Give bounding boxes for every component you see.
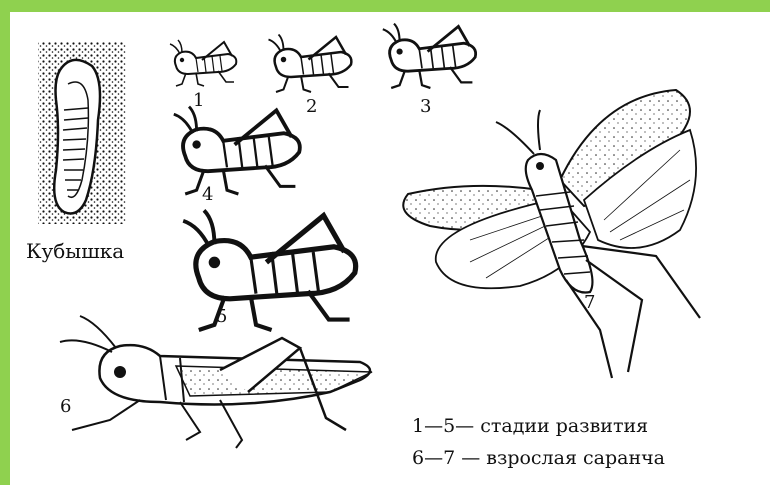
stage-2-number: 2 (306, 96, 317, 117)
stage-7-adult-flying (403, 90, 700, 378)
stage-2-nymph (269, 35, 352, 93)
stage-6-number: 6 (60, 396, 71, 417)
stage-4-number: 4 (202, 184, 213, 205)
stage-3-number: 3 (420, 96, 431, 117)
stage-3-nymph (383, 24, 476, 88)
stage-6-adult (60, 316, 372, 448)
stage-5-number: 5 (216, 306, 227, 327)
legend-nymph-stages: 1—5— стадии развития (412, 415, 648, 437)
stage-7-number: 7 (584, 292, 595, 313)
stage-1-nymph (170, 40, 236, 86)
stage-1-number: 1 (193, 90, 204, 111)
legend-adult-stages: 6—7 — взрослая саранча (412, 447, 665, 469)
stage-4-nymph (174, 107, 300, 194)
stage-5-nymph (183, 210, 355, 330)
egg-pod (38, 42, 126, 224)
egg-pod-label: Кубышка (26, 239, 124, 263)
